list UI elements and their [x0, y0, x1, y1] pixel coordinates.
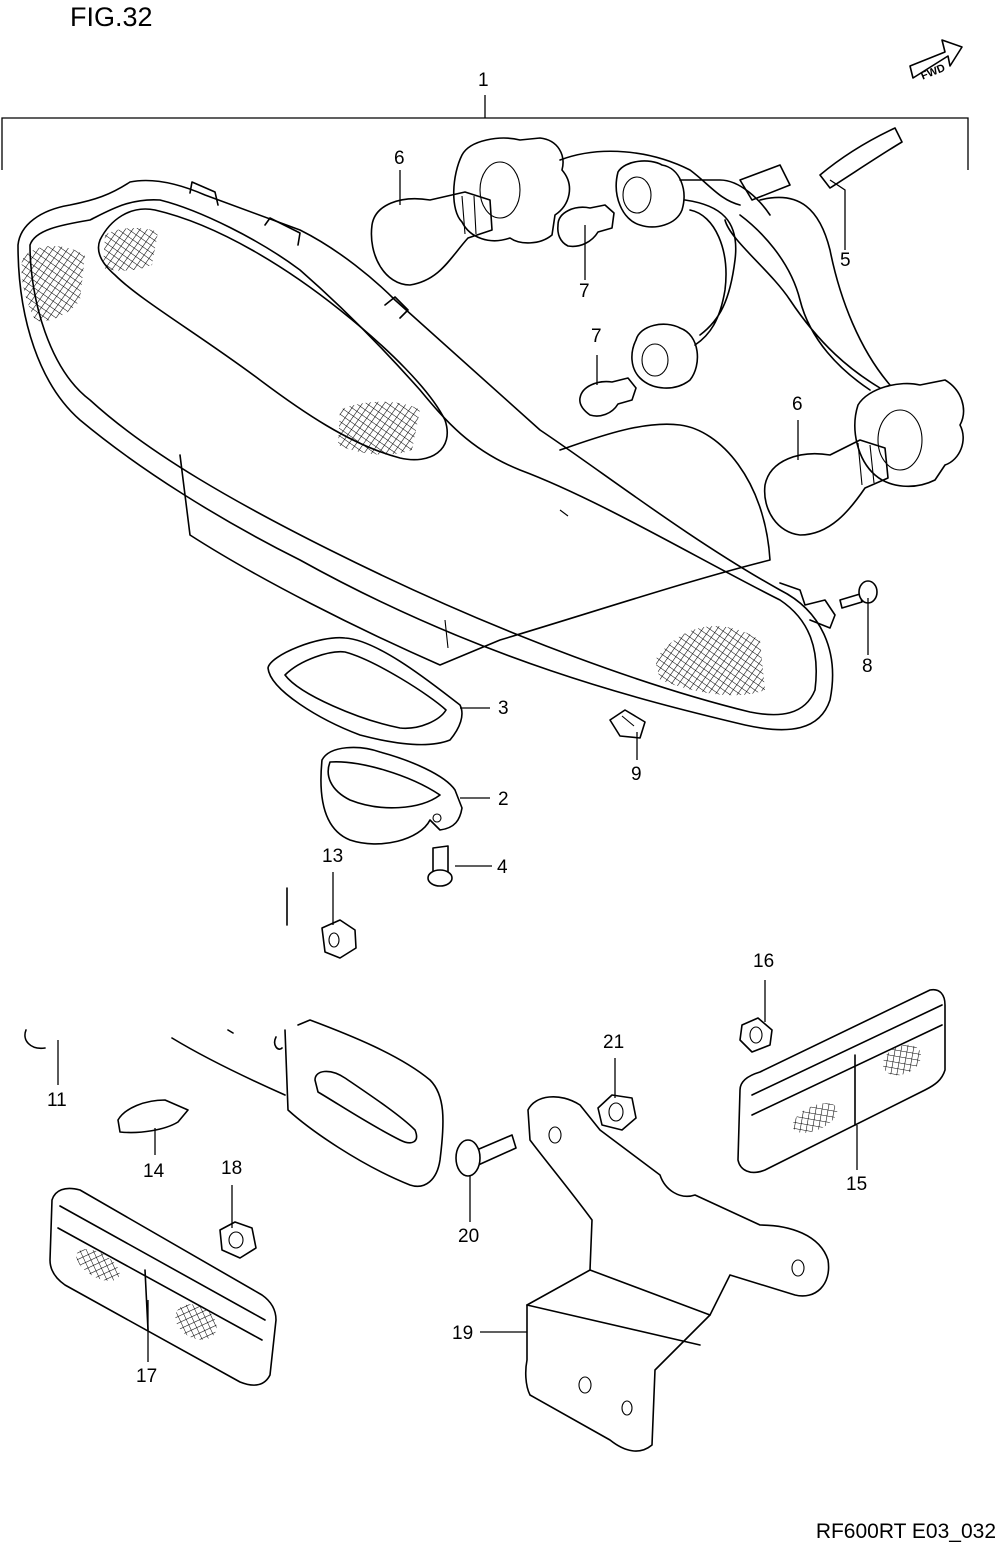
callout-4: 4 [497, 857, 508, 878]
screw-8 [839, 580, 878, 609]
figure-reference-code: RF600RT E03_032 [815, 1520, 996, 1543]
callout-16: 16 [753, 951, 774, 972]
callout-15: 15 [846, 1174, 867, 1195]
stop-tail-bulb-lower [763, 439, 889, 536]
grommet-14 [117, 1099, 189, 1134]
bolt-20 [455, 1134, 517, 1177]
reflector-bracket-19 [524, 1095, 830, 1452]
callout-8: 8 [862, 656, 873, 677]
fwd-arrow-icon: FWD [909, 39, 963, 83]
callout-17: 17 [136, 1366, 157, 1387]
callout-5: 5 [840, 250, 851, 271]
callout-6-upper: 6 [394, 148, 405, 169]
nut-16 [739, 1017, 773, 1053]
callout-13: 13 [322, 846, 343, 867]
gasket-3 [267, 636, 463, 746]
callout-6-lower: 6 [792, 394, 803, 415]
nut-13 [286, 887, 357, 959]
tail-lamp-housing [17, 179, 836, 731]
callout-7-upper: 7 [579, 281, 590, 302]
wedge-bulb-lower [579, 377, 637, 417]
bulb-socket-harness [452, 127, 965, 488]
license-lamp-lens-2 [320, 746, 463, 845]
callout-11: 11 [47, 1090, 67, 1111]
wedge-bulb-upper [557, 204, 615, 248]
callout-7-lower: 7 [591, 326, 602, 347]
assembly-bracket [1, 95, 969, 170]
callout-20: 20 [458, 1226, 479, 1247]
callout-3: 3 [498, 698, 509, 719]
nut-21 [597, 1094, 637, 1131]
reflector-17 [49, 1187, 277, 1386]
leader-lines [57, 170, 869, 1362]
callout-14: 14 [143, 1161, 165, 1182]
callout-18: 18 [221, 1158, 242, 1179]
clip-9 [609, 709, 646, 739]
callout-19: 19 [452, 1323, 473, 1344]
callout-9: 9 [631, 764, 642, 785]
rear-fender-piece [24, 1019, 444, 1187]
stop-tail-bulb-upper [370, 191, 493, 286]
nut-18 [219, 1221, 257, 1259]
screw-4 [427, 845, 453, 887]
callout-21: 21 [603, 1032, 624, 1053]
callout-2: 2 [498, 789, 509, 810]
figure-title: FIG.32 [70, 2, 153, 32]
reflector-15 [737, 988, 946, 1174]
callout-1: 1 [478, 70, 489, 91]
